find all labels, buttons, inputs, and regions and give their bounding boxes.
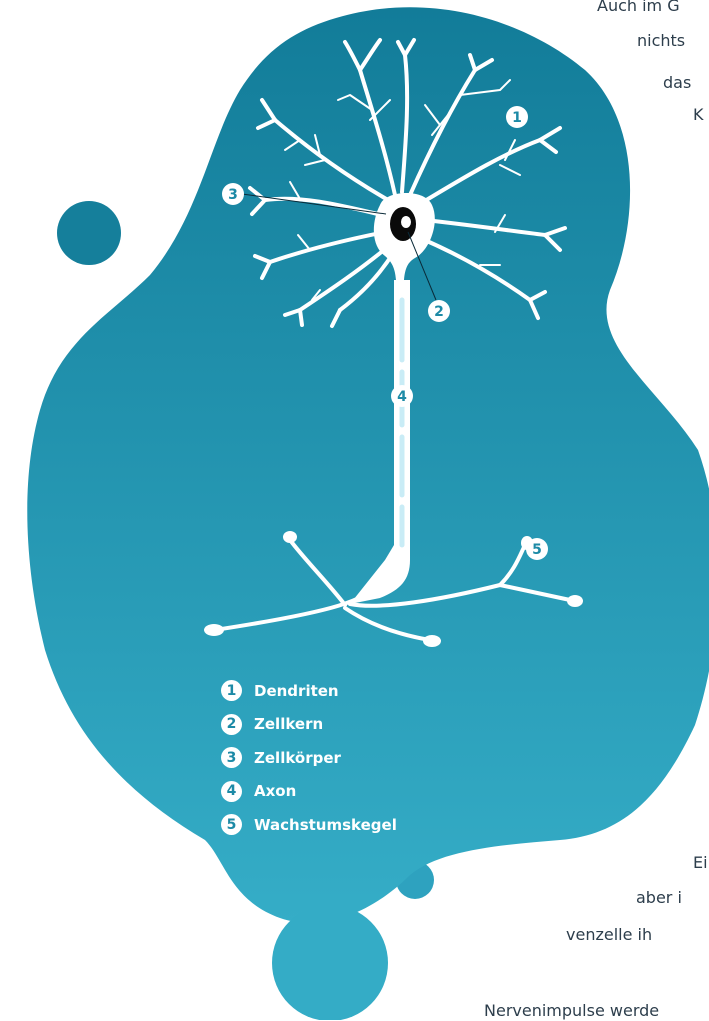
nucleolus xyxy=(401,216,411,228)
legend-label: Wachstumskegel xyxy=(254,816,397,834)
marker-2-number: 2 xyxy=(434,304,444,320)
legend-number: 3 xyxy=(221,747,242,768)
legend-number: 4 xyxy=(221,781,242,802)
marker-5: 5 xyxy=(526,538,548,560)
decor-circle-bottom xyxy=(272,905,388,1020)
legend-item-zellkoerper: 3 Zellkörper xyxy=(221,741,397,775)
legend-item-wachstumskegel: 5 Wachstumskegel xyxy=(221,808,397,842)
decor-circle-left xyxy=(57,201,121,265)
marker-3: 3 xyxy=(222,183,244,205)
legend-label: Zellkern xyxy=(254,715,323,733)
legend-item-axon: 4 Axon xyxy=(221,775,397,809)
marker-2: 2 xyxy=(428,300,450,322)
legend-number: 5 xyxy=(221,814,242,835)
marker-1: 1 xyxy=(506,106,528,128)
legend-label: Zellkörper xyxy=(254,749,341,767)
legend-label: Axon xyxy=(254,782,296,800)
marker-5-number: 5 xyxy=(532,542,542,558)
legend-number: 2 xyxy=(221,714,242,735)
legend: 1 Dendriten 2 Zellkern 3 Zellkörper 4 Ax… xyxy=(221,674,397,842)
marker-3-number: 3 xyxy=(228,187,238,203)
marker-1-number: 1 xyxy=(512,110,522,126)
marker-4: 4 xyxy=(391,385,413,407)
legend-label: Dendriten xyxy=(254,682,339,700)
legend-item-zellkern: 2 Zellkern xyxy=(221,708,397,742)
legend-item-dendriten: 1 Dendriten xyxy=(221,674,397,708)
legend-number: 1 xyxy=(221,680,242,701)
marker-4-number: 4 xyxy=(397,389,407,405)
